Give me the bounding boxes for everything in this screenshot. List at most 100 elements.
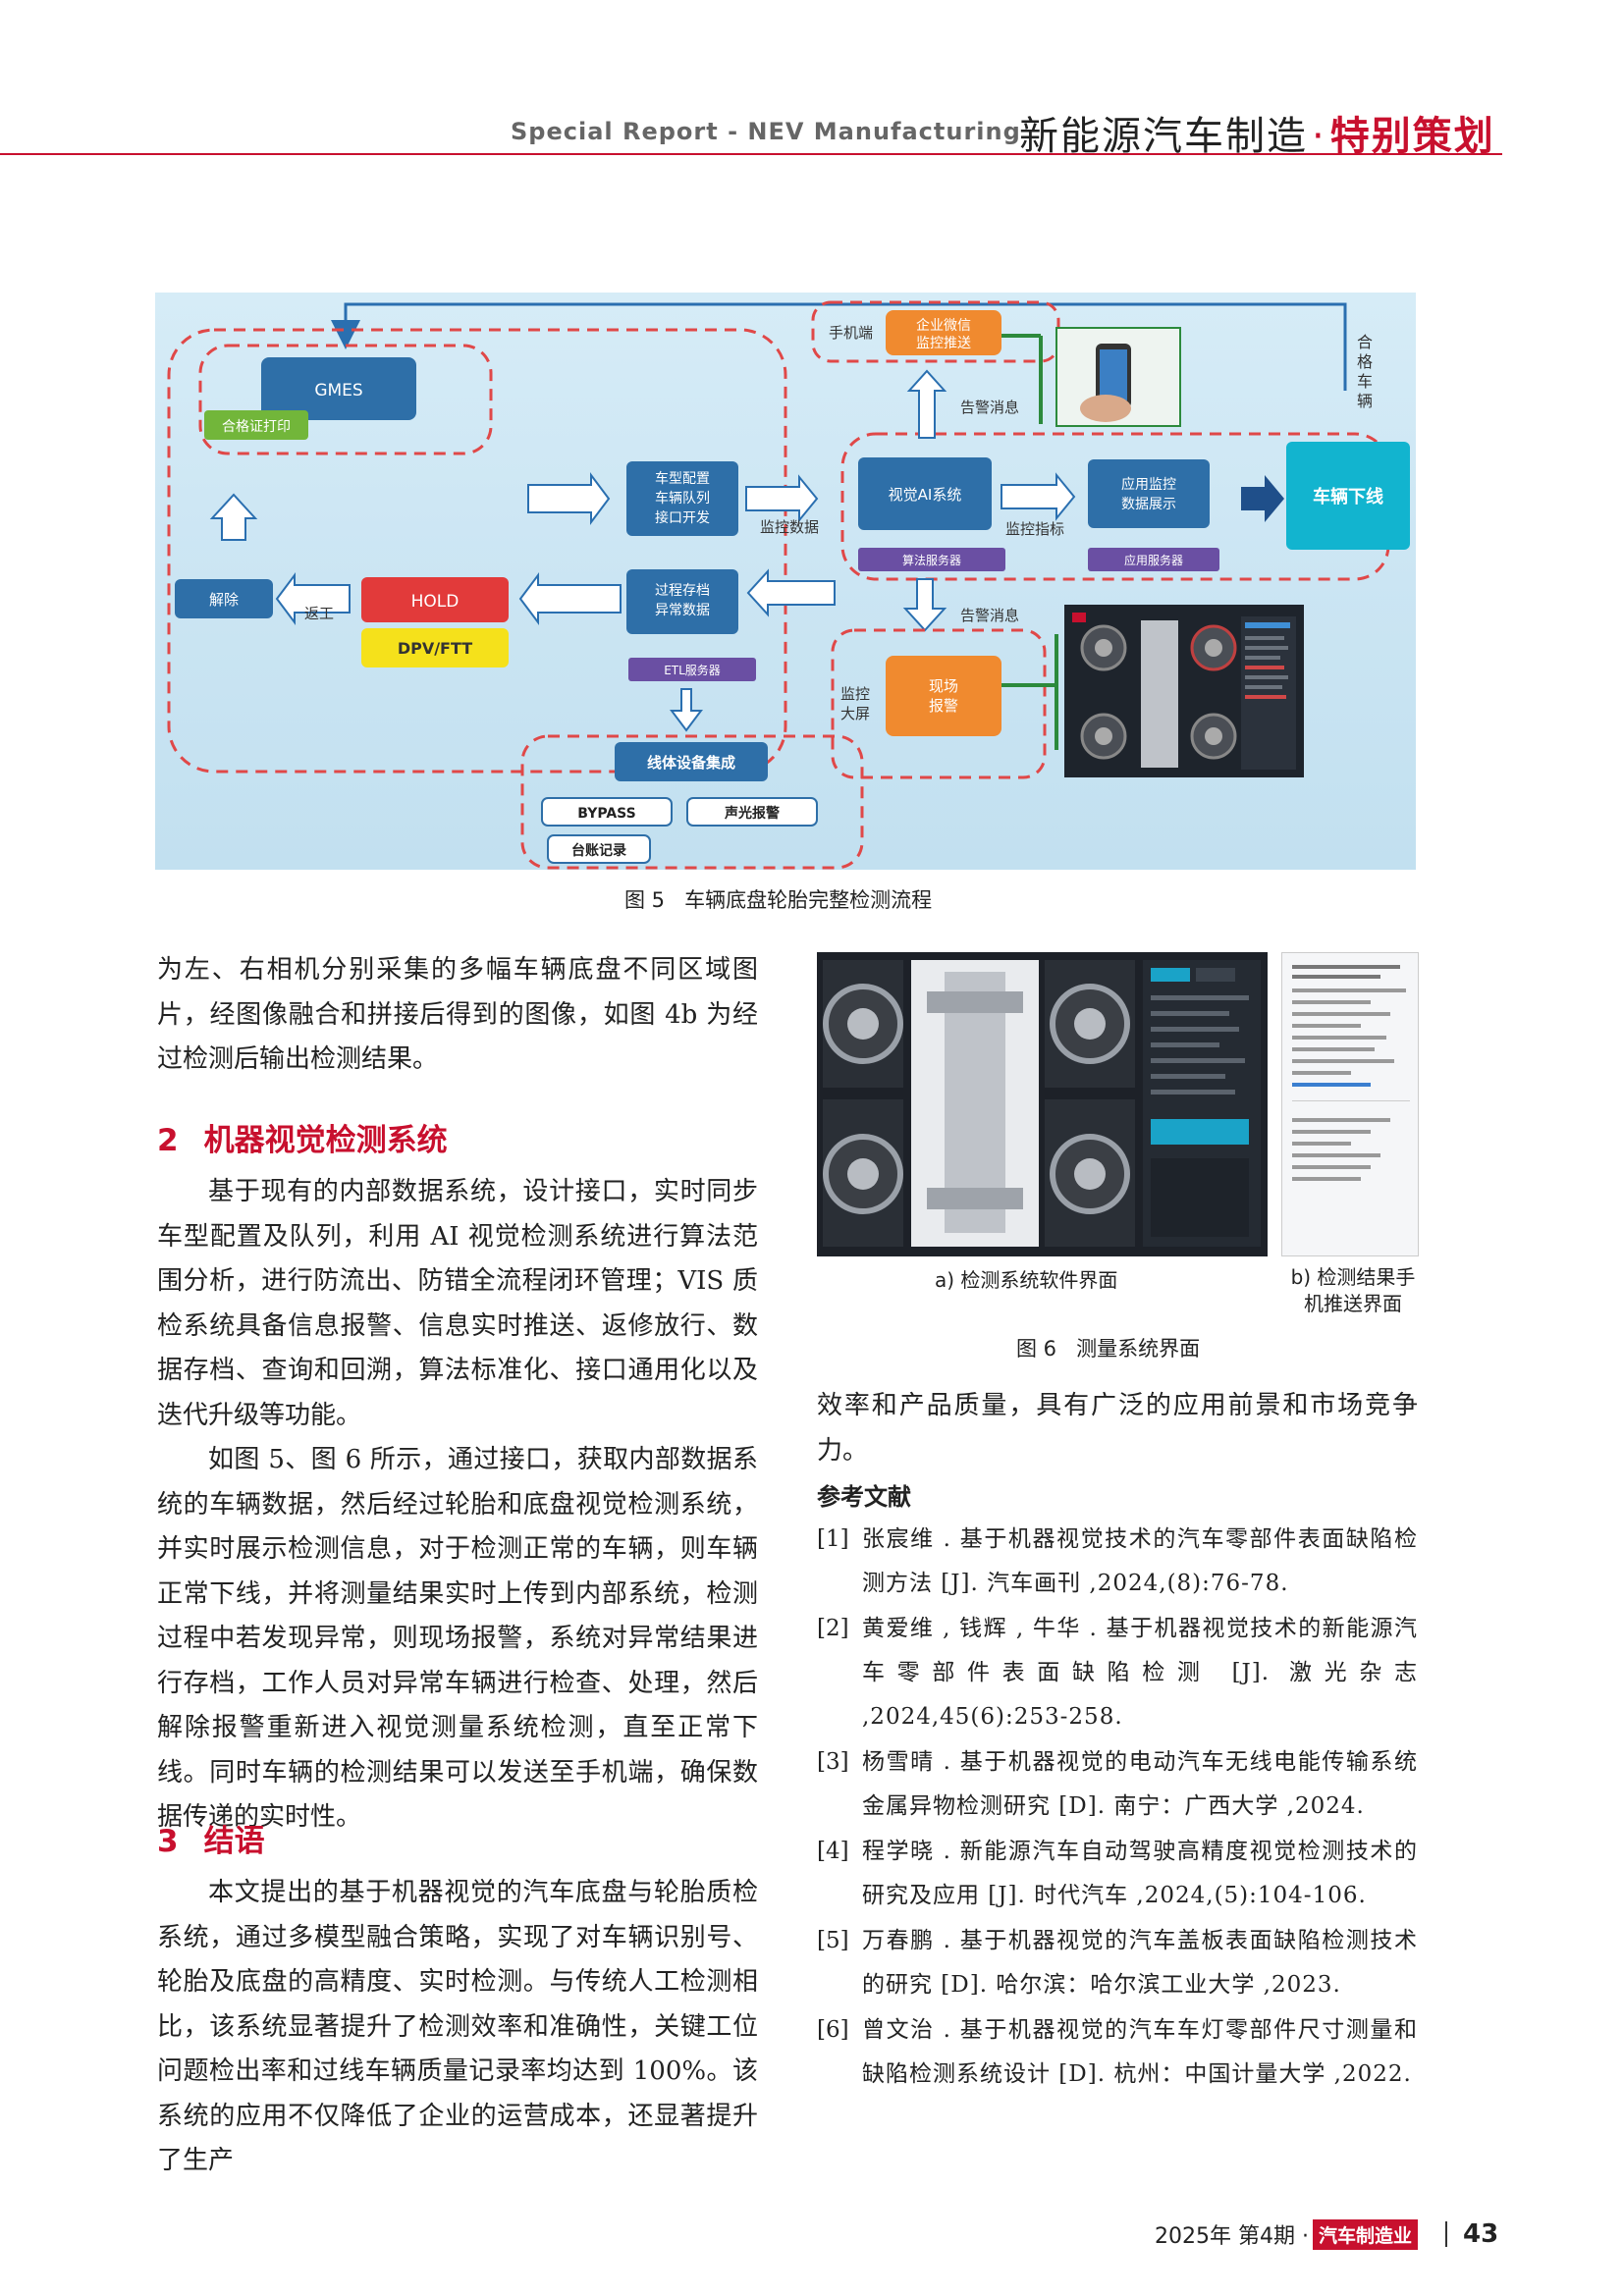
section2-paragraph1: 基于现有的内部数据系统，设计接口，实时同步车型配置及队列，利用 AI 视觉检测系… (157, 1177, 758, 1430)
algo-server-label: 算法服务器 (902, 553, 961, 567)
reference-text: 黄爱维 , 钱辉 , 牛华 . 基于机器视觉技术的新能源汽车零部件表面缺陷检测 … (862, 1616, 1418, 1730)
right-continuation: 效率和产品质量，具有广泛的应用前景和市场竞争力。 (817, 1384, 1418, 1473)
figure6b-label-line1: b) 检测结果手 (1290, 1265, 1416, 1289)
release-label: 解除 (209, 591, 239, 609)
intro-text: 为左、右相机分别采集的多幅车辆底盘不同区域图片，经图像融合和拼接后得到的图像，如… (157, 955, 758, 1074)
etl-server-label: ETL服务器 (664, 663, 721, 677)
bypass-label: BYPASS (577, 806, 635, 822)
running-header-english: Special Report - NEV Manufacturing (511, 118, 1021, 145)
app-monitor-line2: 数据展示 (1121, 497, 1176, 512)
reference-number: [6] (817, 2017, 849, 2043)
section3-paragraph: 本文提出的基于机器视觉的汽车底盘与轮胎质检系统，通过多模型融合策略，实现了对车辆… (157, 1878, 758, 2175)
wechat-line1: 企业微信 (916, 317, 971, 334)
equipment-region (520, 734, 864, 870)
config-to-ai-arrow (745, 474, 819, 523)
vehicle-offline-node (1286, 442, 1410, 550)
qualified-vehicle-label-4: 辆 (1357, 392, 1373, 410)
visual-ai-label: 视觉AI系统 (889, 486, 962, 504)
sound-light-node (686, 797, 818, 827)
dpv-node (361, 628, 509, 667)
archive-to-hold-arrow (518, 572, 622, 625)
monitor-screen-line1: 监控 (840, 685, 870, 703)
reference-number: [1] (817, 1526, 849, 1552)
reference-text: 杨雪晴 . 基于机器视觉的电动汽车无线电能传输系统金属异物检测研究 [D]. 南… (862, 1749, 1418, 1819)
references-title: 参考文献 (817, 1483, 911, 1511)
left-intro-paragraph: 为左、右相机分别采集的多幅车辆底盘不同区域图片，经图像融合和拼接后得到的图像，如… (157, 948, 758, 1083)
reference-number: [3] (817, 1749, 849, 1775)
vehicle-config-line1: 车型配置 (655, 470, 710, 487)
journal-badge: 汽车制造业 (1312, 2218, 1418, 2250)
ai-to-app-arrow (1001, 472, 1076, 521)
gmes-label: GMES (314, 381, 362, 400)
bypass-node (541, 797, 673, 827)
reference-item: [4]程学晓 . 新能源汽车自动驾驶高精度视觉检测技术的研究及应用 [J]. 时… (817, 1830, 1418, 1918)
figure6a-software-screenshot (817, 952, 1268, 1256)
wechat-node (886, 310, 1001, 355)
gmes-to-config-arrow (527, 472, 611, 525)
figure6-caption: 图 6 测量系统界面 (1016, 1333, 1200, 1362)
app-monitor-line1: 应用监控 (1121, 476, 1176, 493)
figure5-caption: 图 5 车辆底盘轮胎完整检测流程 (624, 884, 932, 914)
internal-system-region (167, 328, 787, 774)
mobile-region (811, 300, 1060, 363)
section2-title: 机器视觉检测系统 (203, 1123, 448, 1158)
conclusion-continuation: 效率和产品质量，具有广泛的应用前景和市场竞争力。 (817, 1391, 1418, 1466)
vehicle-config-node (626, 461, 738, 536)
qualified-vehicle-label-2: 格 (1357, 352, 1373, 371)
section3-title: 结语 (203, 1824, 265, 1859)
qualified-vehicle-label-3: 车 (1357, 372, 1373, 391)
figure6-caption-text: 测量系统界面 (1076, 1337, 1201, 1361)
page-number: 43 (1462, 2219, 1499, 2249)
onsite-alarm-node (886, 656, 1001, 736)
ledger-label: 台账记录 (571, 842, 626, 859)
line-equipment-label: 线体设备集成 (647, 754, 735, 772)
down-arrow-alarm (902, 578, 947, 632)
alarm-msg-bottom-label: 告警消息 (960, 607, 1019, 624)
figure6b-label-line2: 机推送界面 (1304, 1292, 1402, 1315)
cert-print-node (204, 410, 308, 440)
monitor-screen-line2: 大屏 (840, 705, 870, 722)
running-header-chinese: 新能源汽车制造·特别策划 (1019, 104, 1495, 161)
alarm-msg-top-label: 告警消息 (960, 399, 1019, 416)
mobile-label: 手机端 (829, 324, 873, 342)
hold-label: HOLD (411, 592, 460, 612)
process-archive-line1: 过程存档 (655, 583, 710, 599)
figure5-flow-diagram: 合 格 车 辆 GMES 合格证打印 解除 返工 HOLD DPV/FTT 车型… (155, 293, 1416, 870)
sound-light-label: 声光报警 (724, 805, 780, 822)
section2-paragraph2: 如图 5、图 6 所示，通过接口，获取内部数据系统的车辆数据，然后经过轮胎和底盘… (157, 1445, 758, 1832)
onsite-alarm-line2: 报警 (929, 697, 958, 715)
ledger-node (547, 834, 651, 864)
section2-number: 2 (157, 1123, 179, 1158)
footer-divider (1444, 2221, 1447, 2247)
app-server-label: 应用服务器 (1124, 553, 1183, 567)
process-archive-line2: 异常数据 (655, 603, 710, 618)
app-server-node (1088, 548, 1219, 571)
issue-info: 2025年 第4期 · (1155, 2224, 1309, 2249)
up-arrow-wechat (906, 369, 947, 439)
reference-number: [4] (817, 1839, 849, 1864)
line-equipment-node (615, 742, 768, 781)
header-topic: 新能源汽车制造 (1019, 114, 1308, 159)
hold-node (361, 577, 509, 622)
monitor-data-label: 监控数据 (760, 518, 819, 536)
qualified-vehicle-label-1: 合 (1357, 333, 1373, 351)
app-monitor-node (1088, 459, 1210, 528)
ai-to-archive-arrow (746, 568, 836, 617)
up-arrow-release (209, 493, 258, 541)
section2-body: 基于现有的内部数据系统，设计接口，实时同步车型配置及队列，利用 AI 视觉检测系… (157, 1170, 758, 1841)
cert-print-label: 合格证打印 (222, 418, 291, 435)
reference-number: [2] (817, 1616, 849, 1641)
figure5-caption-num: 图 5 (624, 888, 666, 912)
onsite-alarm-line1: 现场 (929, 677, 958, 695)
section3-body: 本文提出的基于机器视觉的汽车底盘与轮胎质检系统，通过多模型融合策略，实现了对车辆… (157, 1871, 758, 2184)
section3-number: 3 (157, 1824, 179, 1859)
release-node (175, 579, 273, 618)
wechat-line2: 监控推送 (916, 336, 971, 351)
gmes-node (261, 357, 416, 420)
figure6-caption-num: 图 6 (1016, 1337, 1057, 1361)
monitor-index-label: 监控指标 (1005, 520, 1064, 538)
feedback-line (331, 302, 1347, 391)
reference-item: [2] 黄爱维 , 钱辉 , 牛华 . 基于机器视觉技术的新能源汽车零部件表面缺陷… (817, 1607, 1418, 1739)
reference-text: 曾文治 . 基于机器视觉的汽车车灯零部件尺寸测量和缺陷检测系统设计 [D]. 杭… (862, 2017, 1418, 2087)
reference-text: 万春鹏 . 基于机器视觉的汽车盖板表面缺陷检测技术的研究 [D]. 哈尔滨：哈尔… (862, 1928, 1418, 1998)
